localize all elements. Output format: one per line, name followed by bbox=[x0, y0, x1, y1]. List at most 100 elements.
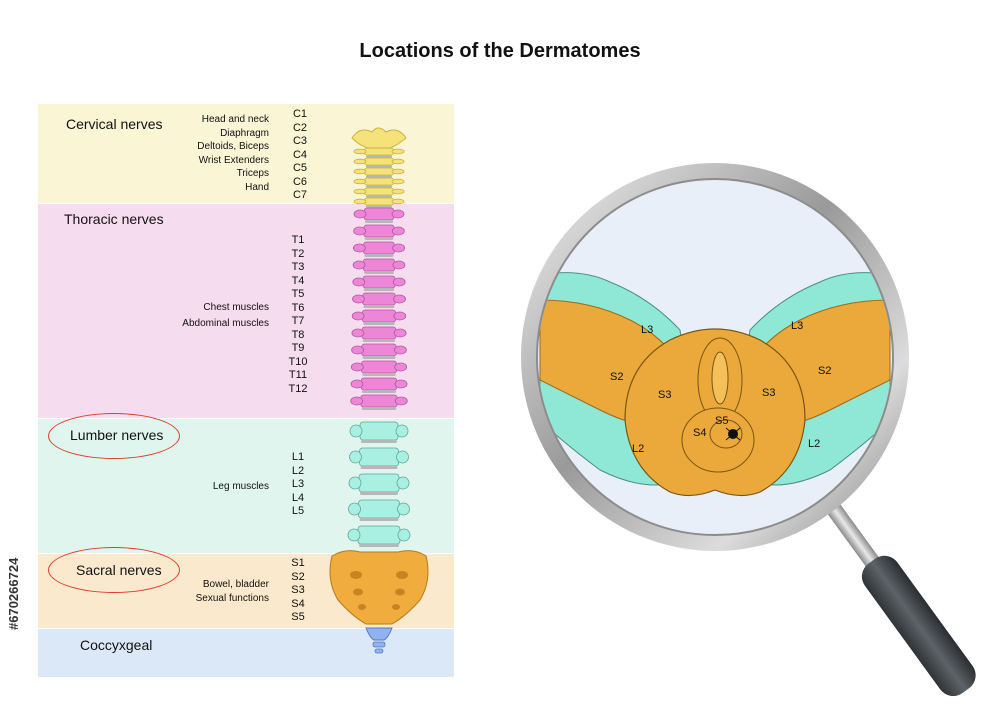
sacrum bbox=[329, 550, 429, 625]
level-label: L2 bbox=[291, 464, 305, 477]
thoracic-vertebra bbox=[362, 258, 396, 272]
s5-ring bbox=[709, 419, 743, 449]
sacral-foramen bbox=[395, 588, 405, 596]
cervical-vertebra-process bbox=[391, 158, 405, 165]
level-label: L1 bbox=[291, 451, 305, 463]
intervertebral-disc bbox=[359, 518, 399, 521]
cervical-vertebra-process bbox=[353, 188, 367, 195]
level-label: C2 bbox=[292, 121, 308, 134]
thoracic-vertebra bbox=[360, 377, 398, 391]
level-label: L5 bbox=[291, 505, 305, 517]
thoracic-vertebra-process bbox=[394, 362, 408, 372]
thoracic-vertebra-process bbox=[353, 209, 367, 219]
thoracic-muscle-list: Chest muscles Abdominal muscles bbox=[182, 300, 269, 332]
lumbar-vertebra bbox=[359, 447, 399, 467]
coccyx-bone bbox=[372, 641, 386, 648]
intervertebral-disc bbox=[364, 237, 394, 240]
level-label: S4 bbox=[291, 597, 305, 610]
sacral-foramen bbox=[396, 571, 408, 579]
lumbar-vertebra-process bbox=[395, 424, 409, 438]
thoracic-vertebra-process bbox=[391, 209, 405, 219]
cervical-vertebra-process bbox=[391, 198, 405, 205]
level-label: T10 bbox=[288, 355, 308, 368]
cervical-vertebra bbox=[363, 157, 395, 166]
level-label: T4 bbox=[291, 274, 305, 287]
cervical-muscle-list: Head and neck Diaphragm Deltoids, Biceps… bbox=[197, 113, 269, 194]
intervertebral-disc bbox=[365, 220, 393, 223]
thoracic-vertebra-process bbox=[350, 379, 364, 389]
zoom-label-s2-left: S2 bbox=[610, 371, 623, 383]
zoom-label-s3-left: S3 bbox=[658, 389, 671, 401]
muscle-label: Chest muscles bbox=[203, 302, 269, 313]
level-label: T1 bbox=[291, 234, 305, 246]
level-label: T9 bbox=[291, 342, 305, 354]
intervertebral-disc bbox=[366, 165, 392, 168]
level-label: C6 bbox=[292, 175, 308, 188]
intervertebral-disc bbox=[359, 544, 399, 547]
cervical-vertebra bbox=[363, 177, 395, 186]
sacral-foramen bbox=[350, 571, 362, 579]
thoracic-vertebra bbox=[360, 360, 398, 374]
lumbar-highlight-oval bbox=[48, 413, 180, 459]
level-label: T3 bbox=[291, 261, 305, 273]
muscle-label: Diaphragm bbox=[220, 127, 269, 139]
thoracic-vertebra-process bbox=[394, 396, 408, 406]
thoracic-vertebra-process bbox=[352, 260, 366, 270]
thoracic-vertebra-process bbox=[350, 396, 364, 406]
muscle-label: Head and neck bbox=[201, 114, 269, 125]
thoracic-vertebra bbox=[361, 343, 397, 357]
lumbar-vertebra-process bbox=[397, 528, 411, 542]
level-label: T2 bbox=[291, 247, 305, 260]
page-title: Locations of the Dermatomes bbox=[359, 40, 641, 62]
lumbar-vertebra-process bbox=[396, 476, 410, 490]
thoracic-vertebra bbox=[360, 394, 398, 408]
intervertebral-disc bbox=[362, 390, 396, 393]
thoracic-vertebra-process bbox=[353, 226, 367, 236]
thoracic-vertebra-process bbox=[392, 260, 406, 270]
thoracic-vertebra bbox=[363, 224, 395, 238]
thoracic-vertebra-process bbox=[393, 345, 407, 355]
zoom-label-s4: S4 bbox=[693, 427, 706, 439]
zoom-label-l2-left: L2 bbox=[632, 443, 644, 455]
intervertebral-disc bbox=[362, 339, 396, 342]
intervertebral-disc bbox=[366, 195, 392, 198]
lumbar-vertebra bbox=[357, 525, 401, 545]
intervertebral-disc bbox=[362, 356, 396, 359]
muscle-label: Triceps bbox=[236, 168, 269, 179]
cervical-vertebra-process bbox=[353, 148, 367, 155]
intervertebral-disc bbox=[360, 492, 398, 495]
thoracic-vertebra-process bbox=[393, 294, 406, 304]
thoracic-vertebra-process bbox=[352, 294, 365, 304]
intervertebral-disc bbox=[366, 205, 392, 208]
thoracic-vertebra-process bbox=[352, 277, 366, 287]
lens-edge bbox=[536, 178, 894, 536]
level-label: S2 bbox=[291, 570, 305, 583]
level-label: S3 bbox=[291, 584, 305, 596]
lumbar-vertebra-process bbox=[348, 476, 362, 490]
level-label: T6 bbox=[291, 301, 305, 314]
muscle-label: Sexual functions bbox=[195, 593, 269, 604]
cervical-vertebra-process bbox=[353, 168, 367, 175]
lumbar-vertebra bbox=[358, 473, 400, 493]
thoracic-vertebra-process bbox=[392, 277, 406, 287]
sacral-foramen bbox=[392, 604, 400, 610]
magnifier-shaft bbox=[827, 503, 882, 570]
cervical-level-list: C1 C2 C3 C4 C5 C6 C7 bbox=[288, 108, 312, 203]
muscle-label: Hand bbox=[245, 181, 269, 193]
muscle-label: Bowel, bladder bbox=[202, 579, 269, 590]
level-label: T12 bbox=[288, 382, 308, 395]
cervical-vertebra bbox=[363, 197, 395, 206]
intervertebral-disc bbox=[363, 322, 395, 325]
thoracic-vertebra-process bbox=[393, 311, 407, 321]
thoracic-vertebra bbox=[362, 275, 396, 289]
level-label: T5 bbox=[291, 288, 305, 300]
cervical-vertebra-process bbox=[353, 158, 367, 165]
level-label: S5 bbox=[291, 611, 305, 623]
cervical-vertebra-process bbox=[353, 198, 367, 205]
level-label: T11 bbox=[288, 369, 308, 381]
thoracic-vertebra-process bbox=[351, 345, 365, 355]
sacral-highlight-oval bbox=[48, 547, 180, 593]
zoom-label-s3-right: S3 bbox=[762, 387, 775, 399]
level-label: L4 bbox=[291, 491, 305, 504]
